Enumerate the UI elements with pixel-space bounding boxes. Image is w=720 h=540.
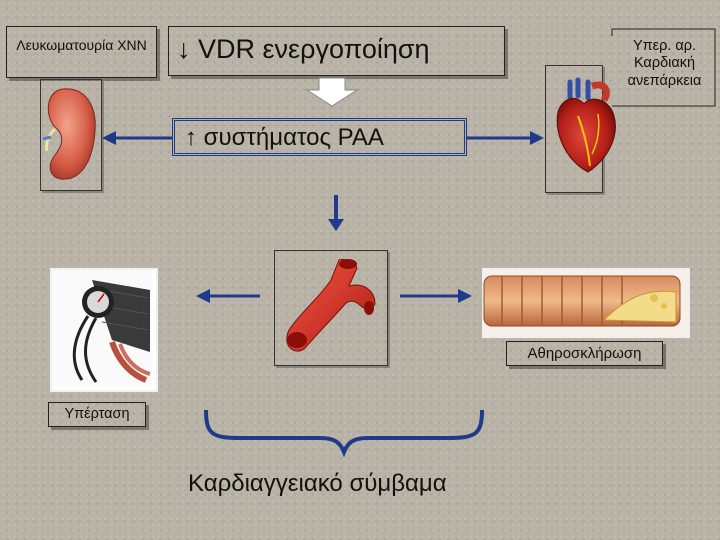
blood-pressure-cuff-icon [52, 270, 152, 386]
raa-system-label: ↑ συστήματος ΡΑΑ [172, 118, 467, 156]
white-down-arrow [305, 77, 359, 107]
artery-icon [286, 259, 376, 352]
proteinuria-label: Λευκωματουρία ΧΝΝ [6, 26, 157, 78]
vdr-activation-label: ↓ VDR ενεργοποίηση [168, 26, 505, 76]
kidney-icon [42, 88, 96, 180]
heart-failure-label: Υπερ. αρ. Καρδιακή ανεπάρκεια [627, 38, 702, 89]
hypertension-label: Υπέρταση [48, 402, 146, 427]
atherosclerotic-artery-icon [483, 275, 681, 327]
heart-icon [556, 77, 616, 173]
cardiovascular-event-label: Καρδιαγγειακό σύμβαμα [188, 470, 447, 497]
artery-frame [274, 250, 388, 366]
atherosclerosis-label: Αθηροσκλήρωση [506, 341, 663, 366]
down-arrow [328, 195, 344, 231]
kidney-frame [40, 79, 102, 191]
curly-brace-icon [204, 409, 484, 458]
